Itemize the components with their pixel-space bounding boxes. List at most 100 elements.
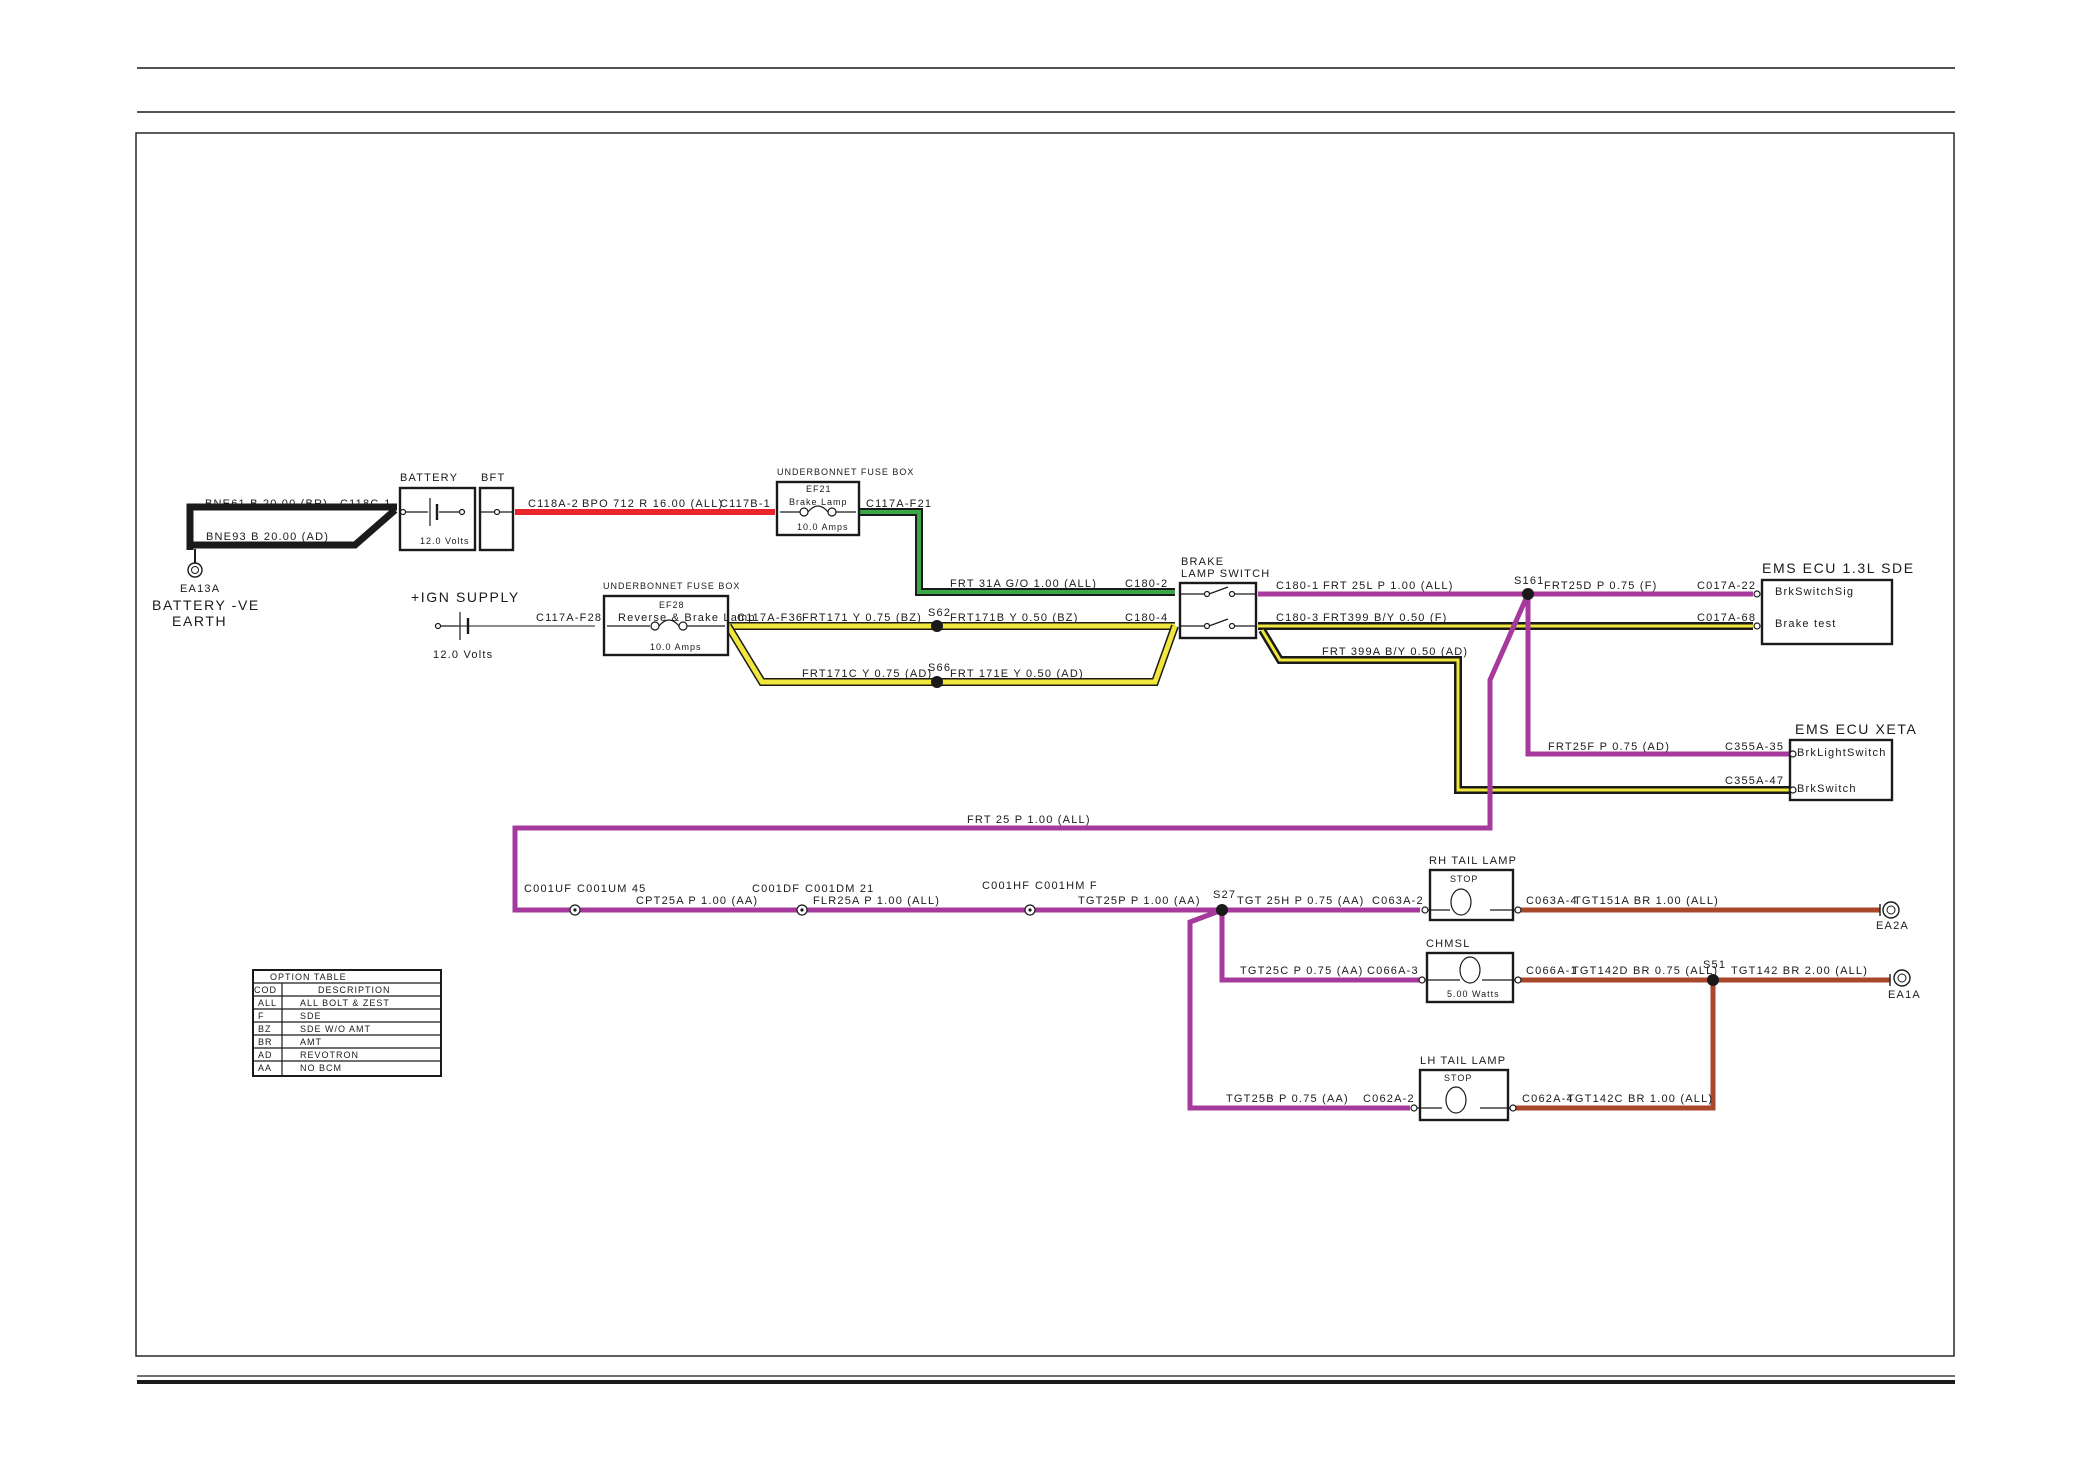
chmsl: CHMSL 5.00 Watts — [1418, 938, 1522, 1004]
label-tgt151a: TGT151A BR 1.00 (ALL) — [1574, 895, 1719, 907]
chmsl-watts: 5.00 Watts — [1447, 989, 1500, 999]
earth-ea2a: EA2A — [1876, 901, 1909, 932]
label-c180-3: C180-3 — [1276, 612, 1319, 624]
wire-labels: BNE61 B 20.00 (BR) C118C-1 BNE93 B 20.00… — [205, 498, 1868, 1105]
ign-supply: +IGN SUPPLY 12.0 Volts — [411, 589, 518, 661]
label-s27: S27 — [1213, 889, 1236, 901]
label-tgt142: TGT142 BR 2.00 (ALL) — [1731, 965, 1868, 977]
label-c001hf: C001HF — [982, 880, 1030, 892]
battery-volts: 12.0 Volts — [420, 536, 470, 546]
earth-ea2a-id: EA2A — [1876, 920, 1909, 932]
lh-tail-title: LH TAIL LAMP — [1420, 1055, 1506, 1067]
label-tgt25c: TGT25C P 0.75 (AA) — [1240, 965, 1364, 977]
label-flr25a: FLR25A P 1.00 (ALL) — [813, 895, 940, 907]
ems-ecu-sde: EMS ECU 1.3L SDE BrkSwitchSig Brake test — [1753, 560, 1915, 646]
label-frt25l: FRT 25L P 1.00 (ALL) — [1323, 580, 1454, 592]
earth-ea1a-id: EA1A — [1888, 989, 1921, 1001]
connector-c001h — [1024, 904, 1036, 916]
earth-ea13a-line2: EARTH — [172, 613, 227, 629]
earth-ea13a: EA13A BATTERY -VE EARTH — [152, 562, 260, 629]
splice-s27 — [1216, 904, 1228, 916]
wire-frt399a — [1258, 627, 1790, 794]
label-frt171e: FRT 171E Y 0.50 (AD) — [950, 668, 1084, 680]
battery: BATTERY 12.0 Volts — [398, 472, 477, 552]
underbonnet-fuse-box-ef21: UNDERBONNET FUSE BOX EF21 Brake Lamp 10.… — [775, 467, 913, 537]
label-c001uf: C001UF — [524, 883, 572, 895]
fusebox1-fuse-name: Brake Lamp — [789, 497, 848, 507]
label-bne93: BNE93 B 20.00 (AD) — [206, 531, 329, 543]
option-table-desc: REVOTRON — [300, 1050, 359, 1060]
fusebox2-title: UNDERBONNET FUSE BOX — [603, 581, 740, 591]
label-frt399: FRT399 B/Y 0.50 (F) — [1323, 612, 1448, 624]
connector-c001u — [569, 904, 581, 916]
label-frt25: FRT 25 P 1.00 (ALL) — [967, 814, 1091, 826]
brake-switch-title-line2: LAMP SWITCH — [1181, 568, 1270, 580]
label-c062a4: C062A-4 — [1522, 1093, 1574, 1105]
option-table-code: F — [258, 1011, 265, 1021]
option-table-code: BZ — [258, 1024, 272, 1034]
rh-tail-tag: STOP — [1450, 874, 1478, 884]
option-table-desc: ALL BOLT & ZEST — [300, 998, 390, 1008]
fusebox2-fuse-id: EF28 — [659, 600, 685, 610]
rh-tail-title: RH TAIL LAMP — [1429, 855, 1517, 867]
label-cpt25a: CPT25A P 1.00 (AA) — [636, 895, 758, 907]
ems-xeta-pin2: BrkSwitch — [1797, 783, 1857, 795]
label-s51: S51 — [1703, 959, 1726, 971]
earth-ea1a: EA1A — [1888, 969, 1921, 1001]
option-table-desc: SDE — [300, 1011, 322, 1021]
wire-frt25l-frt25d — [512, 591, 1790, 1111]
label-frt25d: FRT25D P 0.75 (F) — [1544, 580, 1658, 592]
wire-frt171c — [724, 623, 1179, 686]
ems-sde-title: EMS ECU 1.3L SDE — [1762, 560, 1915, 576]
lh-tail-lamp: LH TAIL LAMP STOP — [1410, 1055, 1517, 1122]
wire-frt31a — [860, 508, 1175, 596]
label-tgt142d: TGT142D BR 0.75 (ALL) — [1572, 965, 1718, 977]
label-c066a1: C066A-1 — [1526, 965, 1578, 977]
fusebox1-rating: 10.0 Amps — [797, 522, 849, 532]
label-frt399a: FRT 399A B/Y 0.50 (AD) — [1322, 646, 1468, 658]
earth-ea13a-line1: BATTERY -VE — [152, 597, 260, 613]
label-frt171c: FRT171C Y 0.75 (AD) — [802, 668, 932, 680]
fusebox1-fuse-id: EF21 — [806, 484, 832, 494]
bft-title: BFT — [481, 472, 505, 484]
option-table-code: AA — [258, 1063, 272, 1073]
label-c118a2: C118A-2 — [528, 498, 579, 510]
ems-ecu-xeta: EMS ECU XETA BrkLightSwitch BrkSwitch — [1788, 721, 1916, 802]
fusebox2-rating: 10.0 Amps — [650, 642, 702, 652]
splice-s66 — [931, 676, 943, 688]
splice-s62 — [931, 620, 943, 632]
label-c017a22: C017A-22 — [1697, 580, 1756, 592]
label-c117a-f21: C117A-F21 — [866, 498, 932, 510]
wire-bne93 — [190, 507, 398, 549]
connector-c001d — [796, 904, 808, 916]
rh-tail-lamp: RH TAIL LAMP STOP — [1421, 855, 1522, 922]
option-table-desc: SDE W/O AMT — [300, 1024, 371, 1034]
label-frt171b: FRT171B Y 0.50 (BZ) — [950, 612, 1079, 624]
wire-bne61 — [186, 503, 397, 550]
label-frt31a: FRT 31A G/O 1.00 (ALL) — [950, 578, 1097, 590]
label-c118c1: C118C-1 — [340, 498, 392, 510]
option-table-desc: NO BCM — [300, 1063, 342, 1073]
option-table-code: BR — [258, 1037, 273, 1047]
diagram-frame — [135, 132, 1955, 1357]
label-c001um: C001UM 45 — [577, 883, 647, 895]
label-c066a3: C066A-3 — [1367, 965, 1419, 977]
bft: BFT — [478, 472, 515, 552]
label-c062a2: C062A-2 — [1363, 1093, 1415, 1105]
label-c001hm: C001HM F — [1035, 880, 1098, 892]
label-c180-2: C180-2 — [1125, 578, 1168, 590]
lh-tail-tag: STOP — [1444, 1073, 1472, 1083]
label-tgt25b: TGT25B P 0.75 (AA) — [1226, 1093, 1349, 1105]
option-table-header-code: COD — [254, 985, 277, 995]
battery-title: BATTERY — [400, 472, 458, 484]
label-c355a47: C355A-47 — [1725, 775, 1784, 787]
label-c063a2: C063A-2 — [1372, 895, 1424, 907]
label-c117a-f36: C117A-F36 — [737, 612, 803, 624]
label-frt25f: FRT25F P 0.75 (AD) — [1548, 741, 1670, 753]
label-c017a68: C017A-68 — [1697, 612, 1756, 624]
option-table-code: ALL — [258, 998, 277, 1008]
chmsl-title: CHMSL — [1426, 938, 1471, 950]
ems-xeta-pin1: BrkLightSwitch — [1797, 747, 1887, 759]
ign-supply-volts: 12.0 Volts — [433, 649, 493, 661]
label-frt171: FRT171 Y 0.75 (BZ) — [802, 612, 922, 624]
